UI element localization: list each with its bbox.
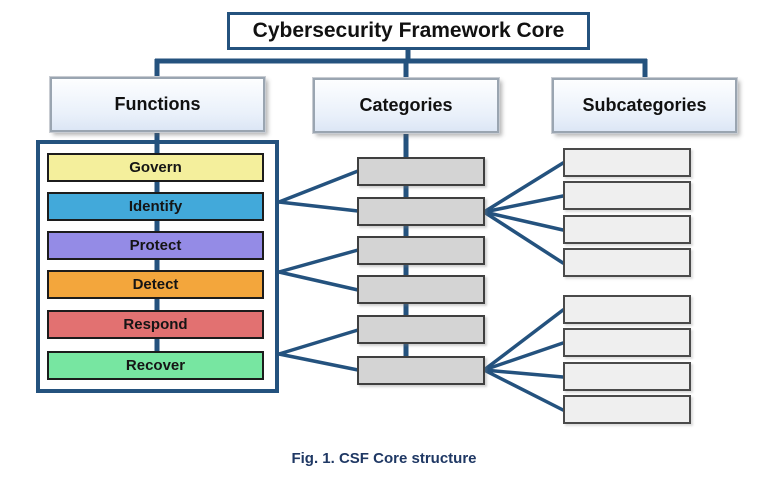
subcategory-placeholder-box [563, 328, 691, 357]
function-box-protect: Protect [47, 231, 264, 260]
identify-category-link [277, 169, 360, 204]
subcategories-header: Subcategories [551, 77, 738, 134]
subcategory-placeholder-box [563, 148, 691, 177]
figure-caption: Fig. 1. CSF Core structure [291, 450, 477, 467]
subcategory-placeholder-box [563, 248, 691, 277]
category-subcategory-link [482, 194, 565, 214]
function-box-respond: Respond [47, 310, 264, 339]
detect-category-link [277, 248, 360, 274]
recover-category-link [277, 328, 360, 356]
detect-category-link [277, 270, 360, 292]
function-box-identify: Identify [47, 192, 264, 221]
category-placeholder-box [357, 157, 485, 186]
category-placeholder-box [357, 356, 485, 385]
category-subcategory-link [482, 210, 565, 265]
categories-header: Categories [312, 77, 500, 134]
category-subcategory-link [482, 341, 565, 372]
category-subcategory-link [482, 308, 565, 372]
diagram-title: Cybersecurity Framework Core [227, 12, 590, 50]
category-subcategory-link [482, 368, 565, 379]
subcategory-placeholder-box [563, 395, 691, 424]
category-subcategory-link [482, 210, 565, 232]
subcategory-placeholder-box [563, 362, 691, 391]
subcategory-placeholder-box [563, 215, 691, 244]
category-subcategory-link [482, 368, 565, 412]
function-box-recover: Recover [47, 351, 264, 380]
category-placeholder-box [357, 197, 485, 226]
identify-category-link [277, 200, 360, 213]
category-subcategory-link [482, 161, 565, 214]
function-box-detect: Detect [47, 270, 264, 299]
subcategory-placeholder-box [563, 181, 691, 210]
category-placeholder-box [357, 236, 485, 265]
recover-category-link [277, 352, 360, 372]
category-placeholder-box [357, 275, 485, 304]
functions-header: Functions [49, 76, 266, 133]
category-placeholder-box [357, 315, 485, 344]
function-box-govern: Govern [47, 153, 264, 182]
subcategory-placeholder-box [563, 295, 691, 324]
